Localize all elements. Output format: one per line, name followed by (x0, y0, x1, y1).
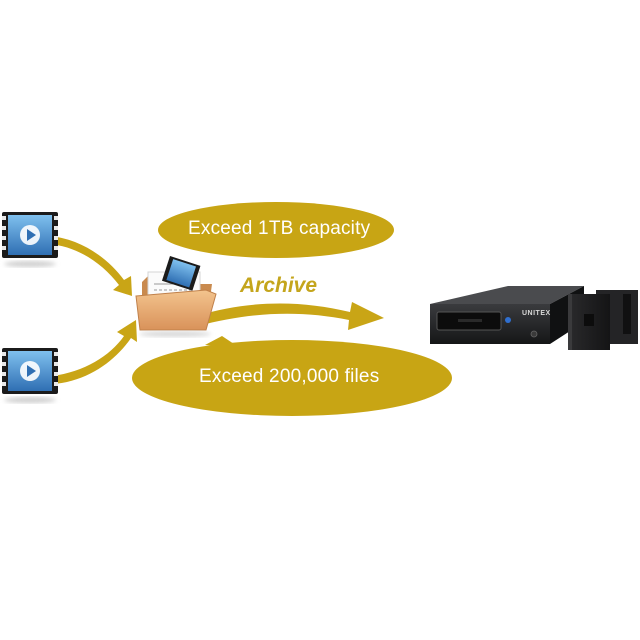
device-brand-label: UNITEX (522, 310, 551, 317)
tape-drive-icon (430, 286, 584, 344)
bubble-files-tail (205, 336, 240, 348)
bubble-files-label: Exceed 200,000 files (199, 366, 380, 387)
bubble-capacity (158, 202, 394, 258)
archive-arrow-label: Archive (240, 274, 318, 297)
tape-cartridge-icon (568, 290, 638, 350)
bubble-files (132, 340, 452, 416)
video-file-icon (2, 348, 58, 403)
bubble-capacity-label: Exceed 1TB capacity (188, 218, 371, 239)
video-file-icon (2, 212, 58, 267)
folder-icon (135, 256, 217, 337)
